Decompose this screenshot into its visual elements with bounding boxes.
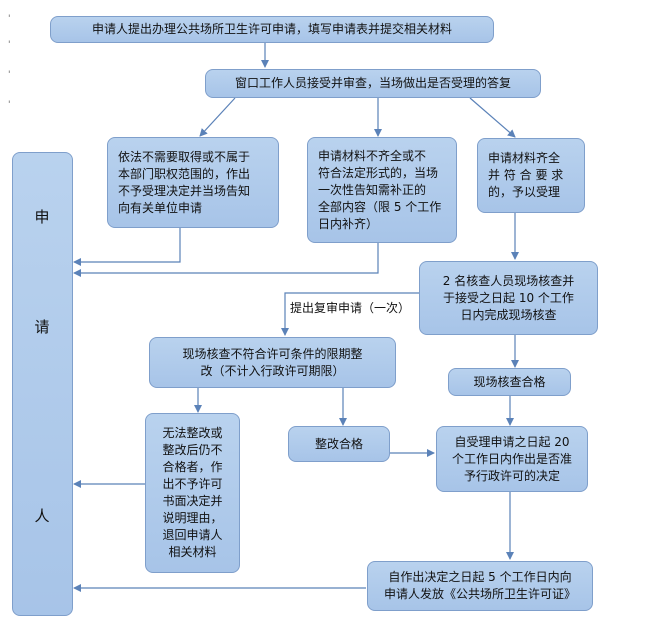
side-char: 请 [34, 318, 50, 336]
arrow-not-accept-to-applicant [73, 228, 181, 266]
node-apply: 申请人提出办理公共场所卫生许可申请，填写申请表并提交相关材料 [50, 16, 494, 43]
node-not-accept: 依法不需要取得或不属于 本部门职权范围的，作出 不予受理决定并当场告知 向有关单… [107, 137, 279, 228]
node-cannot-fix: 无法整改或 整改后仍不 合格者，作 出不予许可 书面决定并 说明理由， 退回申请… [145, 413, 240, 573]
side-char: 人 [34, 507, 50, 525]
margin-mark: ' [8, 100, 11, 110]
node-site-check: 2 名核查人员现场核查并 于接受之日起 10 个工作 日内完成现场核查 [419, 261, 598, 335]
margin-mark: ' [8, 70, 11, 80]
applicant-bar [12, 152, 73, 616]
margin-mark: ' [8, 40, 11, 50]
arrow-review-to-complete [469, 97, 516, 138]
margin-mark: ' [8, 14, 11, 24]
side-char: 申 [34, 208, 50, 226]
node-decision: 自受理申请之日起 20 个工作日内作出是否准 予行政许可的决定 [436, 426, 588, 492]
node-issue: 自作出决定之日起 5 个工作日内向 申请人发放《公共场所卫生许可证》 [367, 561, 593, 611]
node-incomplete: 申请材料不齐全或不 符合法定形式的，当场 一次性告知需补正的 全部内容（限 5 … [307, 137, 457, 243]
node-window-review: 窗口工作人员接受并审查，当场做出是否受理的答复 [205, 69, 541, 98]
arrow-incomplete-to-applicant [73, 243, 379, 277]
node-site-fail: 现场核查不符合许可条件的限期整 改（不计入行政许可期限） [149, 337, 396, 388]
edge-label-review-request: 提出复审申请（一次） [290, 299, 411, 316]
node-complete: 申请材料齐全 并 符 合 要 求 的，予以受理 [477, 138, 585, 213]
node-fixed-pass: 整改合格 [288, 426, 390, 462]
arrow-review-request [281, 292, 419, 336]
arrow-review-to-not-accept [199, 97, 236, 137]
node-site-pass: 现场核查合格 [448, 368, 571, 396]
